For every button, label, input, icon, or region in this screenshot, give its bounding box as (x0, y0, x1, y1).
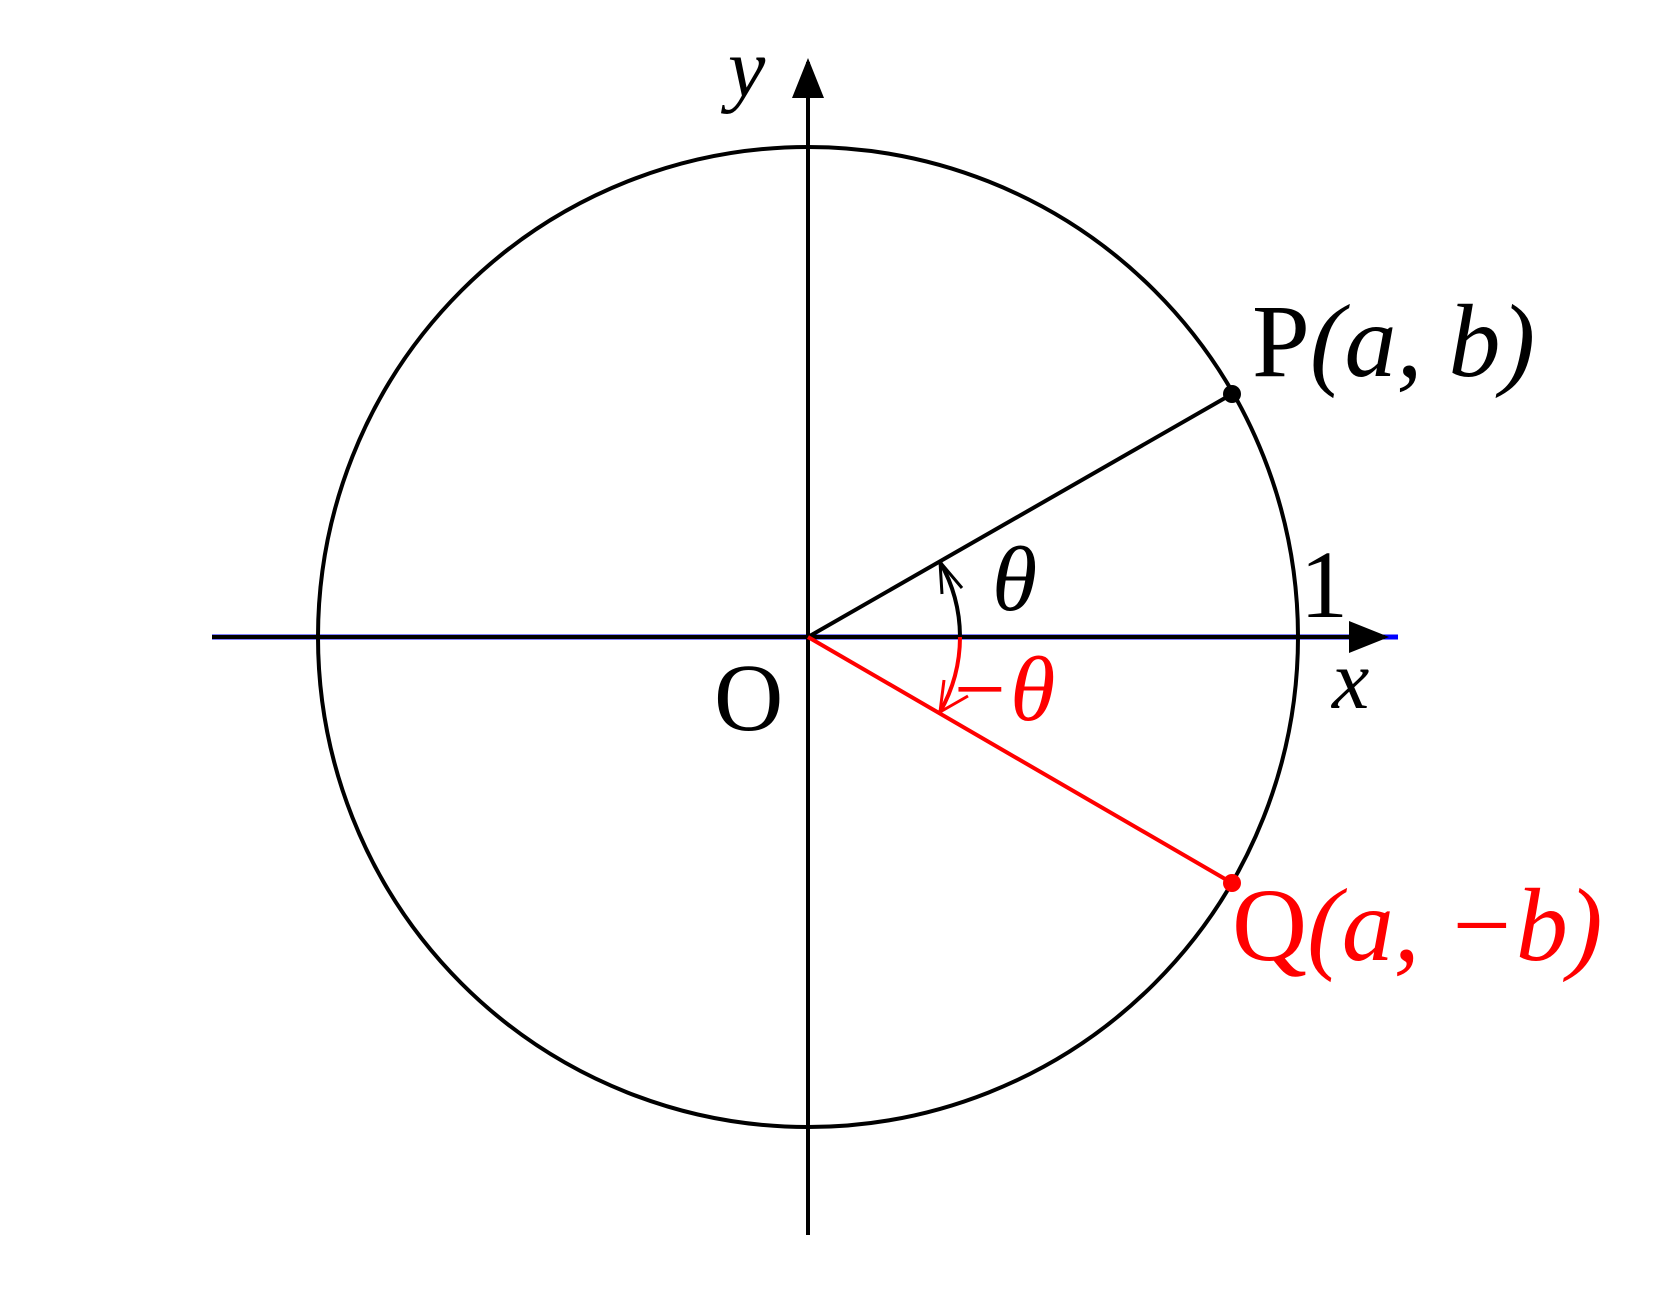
unit-label: 1 (1300, 531, 1348, 638)
neg-theta-arrowhead (938, 679, 969, 714)
point-p-name: P (1252, 284, 1310, 399)
point-q-name: Q (1232, 868, 1307, 983)
neg-theta-arc (938, 636, 962, 713)
neg-theta-label: −θ (948, 638, 1055, 740)
point-q-label: Q(a, −b) (1232, 868, 1603, 983)
origin-label: O (714, 644, 783, 751)
theta-arrowhead (938, 561, 964, 595)
point-p-coords: (a, b) (1310, 284, 1535, 399)
x-axis-label: x (1330, 634, 1369, 727)
point-p-label: P(a, b) (1252, 284, 1535, 399)
point-q-coords: (a, −b) (1307, 868, 1602, 983)
unit-circle (316, 145, 1300, 1129)
segment-oq (806, 635, 1234, 885)
segment-op (807, 392, 1233, 639)
theta-label: θ (992, 528, 1037, 630)
point-q (1223, 874, 1241, 892)
point-p (1223, 385, 1241, 403)
y-axis-label: y (720, 22, 766, 115)
